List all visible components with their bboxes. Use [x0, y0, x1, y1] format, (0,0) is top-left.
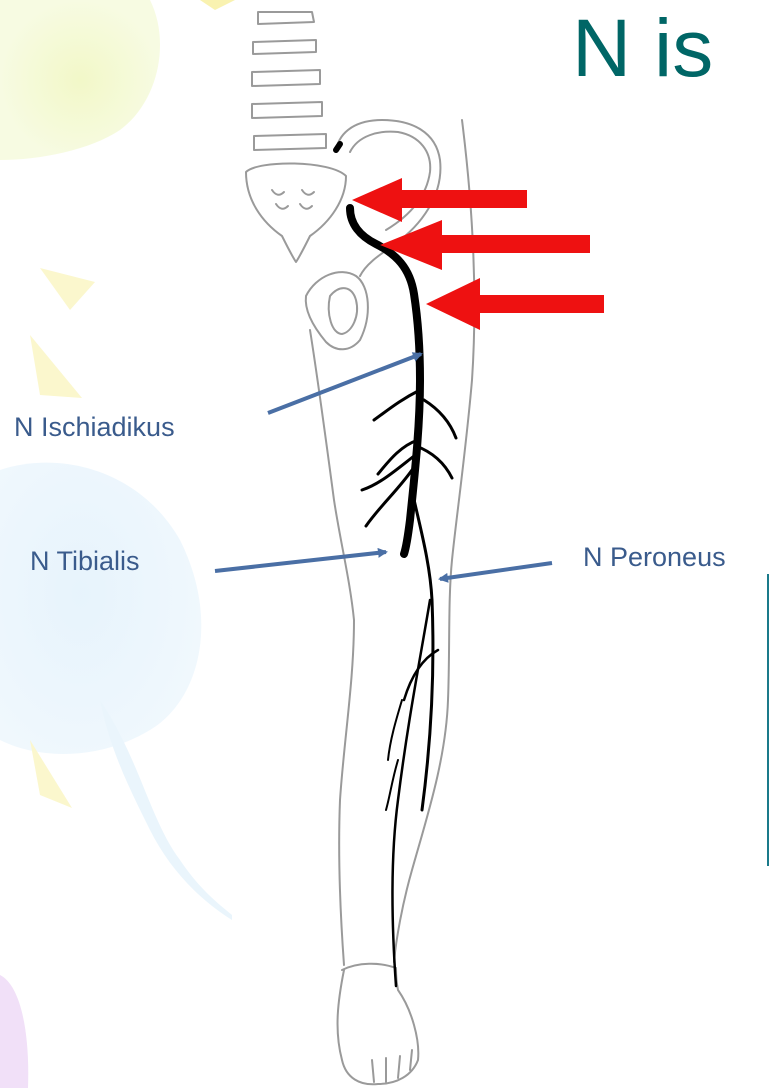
- sciatic-nerve: [336, 144, 456, 986]
- confetti-piece: [40, 268, 95, 310]
- nerve-branch: [374, 390, 420, 420]
- background-decoration: [0, 0, 235, 1088]
- blue-balloon-shape: [0, 463, 201, 754]
- nerve-lower-branch: [386, 760, 398, 810]
- arrow-left-icon: [380, 220, 590, 270]
- leg-outline: [246, 12, 474, 1084]
- confetti-piece: [30, 335, 82, 398]
- nerve-branch: [416, 446, 452, 478]
- nerve-branch: [424, 400, 456, 438]
- arrow-right-icon: [440, 563, 552, 579]
- arrow-right-icon: [215, 552, 386, 571]
- nerve-branch: [366, 470, 412, 526]
- purple-balloon-shape: [0, 975, 28, 1088]
- label-n-ischiadikus: N Ischiadikus: [14, 414, 175, 441]
- label-n-tibialis: N Tibialis: [30, 548, 140, 575]
- label-n-peroneus: N Peroneus: [583, 544, 726, 571]
- arrow-left-icon: [426, 278, 604, 330]
- confetti-piece: [200, 0, 235, 10]
- nerve-lower-branch: [388, 700, 402, 760]
- nerve-root: [336, 144, 340, 150]
- yellow-balloon-shape: [0, 0, 160, 160]
- slide-title: N is: [572, 8, 713, 90]
